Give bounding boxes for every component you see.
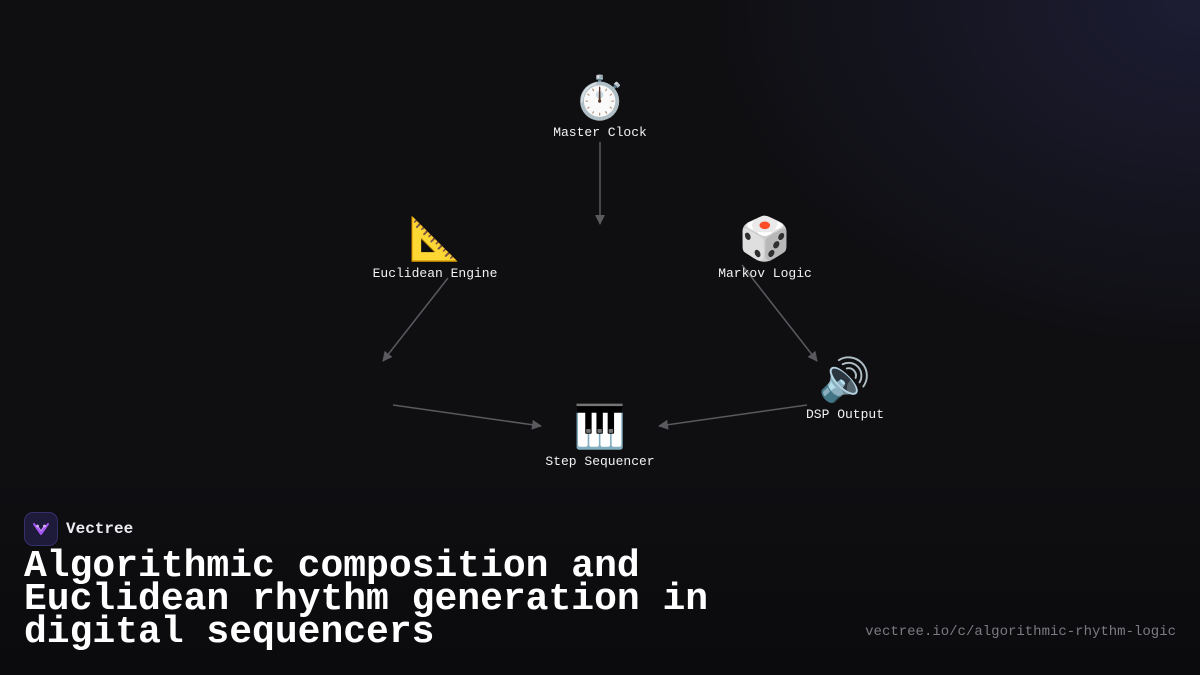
edge-left-to-step-sequencer bbox=[392, 404, 542, 430]
page-title: Algorithmic composition and Euclidean rh… bbox=[24, 545, 709, 654]
node-label: DSP Output bbox=[805, 407, 885, 422]
node-label: Euclidean Engine bbox=[372, 266, 498, 281]
speaker-icon: 🔊 bbox=[818, 355, 872, 404]
brand-name: Vectree bbox=[66, 520, 134, 538]
edge-dsp-output-to-step-sequencer bbox=[658, 404, 808, 430]
stopwatch-icon: ⏱️ bbox=[573, 73, 627, 122]
source-url[interactable]: vectree.io/c/algorithmic-rhythm-logic bbox=[865, 624, 1176, 640]
edge-euclidean-engine-down bbox=[382, 277, 449, 362]
node-dsp-output[interactable]: 🔊 DSP Output bbox=[805, 355, 885, 423]
game-die-icon: 🎲 bbox=[738, 214, 792, 263]
node-euclidean-engine[interactable]: 📐 Euclidean Engine bbox=[372, 214, 498, 282]
triangular-ruler-icon: 📐 bbox=[408, 214, 462, 263]
node-label: Master Clock bbox=[553, 125, 647, 140]
node-markov-logic[interactable]: 🎲 Markov Logic bbox=[718, 214, 812, 282]
vectree-logo-icon bbox=[24, 512, 58, 546]
edge-markov-logic-to-dsp-output bbox=[741, 264, 818, 362]
node-label: Step Sequencer bbox=[545, 454, 655, 469]
node-step-sequencer[interactable]: 🎹 Step Sequencer bbox=[545, 402, 655, 470]
piano-keys-icon: 🎹 bbox=[573, 402, 627, 451]
node-master-clock[interactable]: ⏱️ Master Clock bbox=[553, 73, 647, 141]
brand[interactable]: Vectree bbox=[24, 512, 133, 546]
node-label: Markov Logic bbox=[718, 266, 812, 281]
